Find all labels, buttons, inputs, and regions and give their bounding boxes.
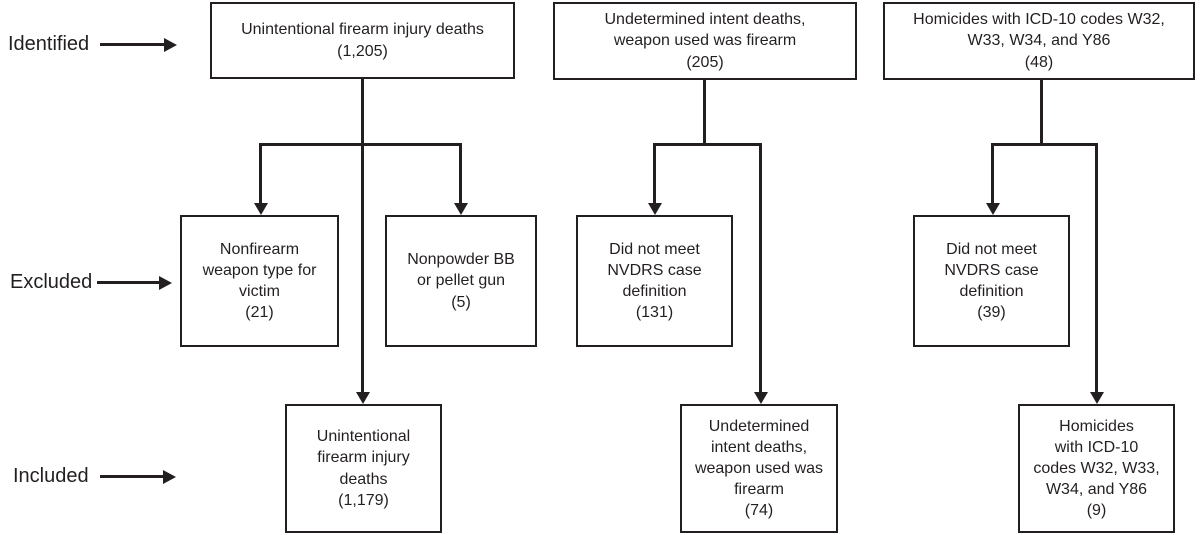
box-c2-identified: Undetermined intent deaths, weapon used … — [553, 2, 857, 80]
arrowhead-down-icon — [454, 203, 468, 215]
box-label: Undetermined intent deaths, weapon used … — [604, 11, 806, 50]
box-count: (39) — [977, 304, 1006, 322]
box-label: Unintentional firearm injury deaths — [241, 21, 484, 39]
box-label: Undetermined intent deaths, weapon used … — [694, 417, 824, 499]
box-c1-identified: Unintentional firearm injury deaths (1,2… — [210, 2, 515, 79]
arrowhead-down-icon — [356, 392, 370, 404]
connector-c3-branch-left — [991, 143, 994, 204]
box-label: Did not meet NVDRS case definition — [944, 240, 1039, 300]
box-count: (1,179) — [338, 491, 389, 509]
box-label: Homicides with ICD-10 codes W32, W33, W3… — [1033, 417, 1160, 499]
connector-c1-branch-right — [459, 143, 462, 204]
connector-c1-branch-horizontal — [259, 143, 462, 146]
arrowhead-down-icon — [648, 203, 662, 215]
row-label-excluded: Excluded — [10, 271, 93, 293]
box-c1-excluded-nonpowder: Nonpowder BB or pellet gun (5) — [385, 215, 537, 347]
arrow-right-icon — [159, 276, 172, 290]
included-arrow-shaft — [100, 475, 163, 478]
box-count: (74) — [744, 502, 774, 520]
box-c3-excluded: Did not meet NVDRS case definition (39) — [913, 215, 1070, 347]
arrow-right-icon — [164, 38, 177, 52]
box-c3-identified: Homicides with ICD-10 codes W32, W33, W3… — [883, 2, 1195, 80]
box-count: (48) — [1024, 53, 1054, 71]
box-c2-included: Undetermined intent deaths, weapon used … — [680, 404, 838, 533]
connector-c1-main-vertical — [361, 79, 364, 394]
arrowhead-down-icon — [1090, 392, 1104, 404]
box-c3-included: Homicides with ICD-10 codes W32, W33, W3… — [1018, 404, 1175, 533]
box-count: (9) — [1086, 502, 1107, 520]
connector-c3-branch-right — [1095, 143, 1098, 394]
box-count: (205) — [686, 53, 724, 71]
box-c1-included: Unintentional firearm injury deaths (1,1… — [285, 404, 442, 533]
arrowhead-down-icon — [254, 203, 268, 215]
connector-c3-stub-vertical — [1040, 80, 1043, 146]
arrowhead-down-icon — [986, 203, 1000, 215]
box-count: (131) — [635, 304, 674, 322]
box-c1-excluded-nonfirearm: Nonfirearm weapon type for victim (21) — [180, 215, 339, 347]
identified-arrow-shaft — [100, 43, 164, 46]
box-label: Homicides with ICD-10 codes W32, W33, W3… — [913, 11, 1165, 50]
connector-c2-stub-vertical — [703, 80, 706, 146]
row-label-included: Included — [13, 465, 89, 487]
connector-c2-branch-left — [653, 143, 656, 204]
excluded-arrow-shaft — [97, 281, 159, 284]
box-count: (1,205) — [337, 42, 388, 60]
row-label-identified: Identified — [8, 33, 90, 55]
arrow-right-icon — [163, 470, 176, 484]
box-label: Unintentional firearm injury deaths — [316, 428, 411, 488]
connector-c2-branch-right — [759, 143, 762, 394]
connector-c1-branch-left — [259, 143, 262, 204]
box-label: Nonfirearm weapon type for victim — [202, 240, 317, 300]
box-count: (5) — [451, 293, 471, 311]
box-label: Did not meet NVDRS case definition — [607, 240, 702, 300]
arrowhead-down-icon — [754, 392, 768, 404]
box-label: Nonpowder BB or pellet gun — [407, 251, 515, 290]
connector-c2-branch-horizontal — [653, 143, 762, 146]
box-count: (21) — [245, 304, 274, 322]
connector-c3-branch-horizontal — [991, 143, 1098, 146]
box-c2-excluded: Did not meet NVDRS case definition (131) — [576, 215, 733, 347]
